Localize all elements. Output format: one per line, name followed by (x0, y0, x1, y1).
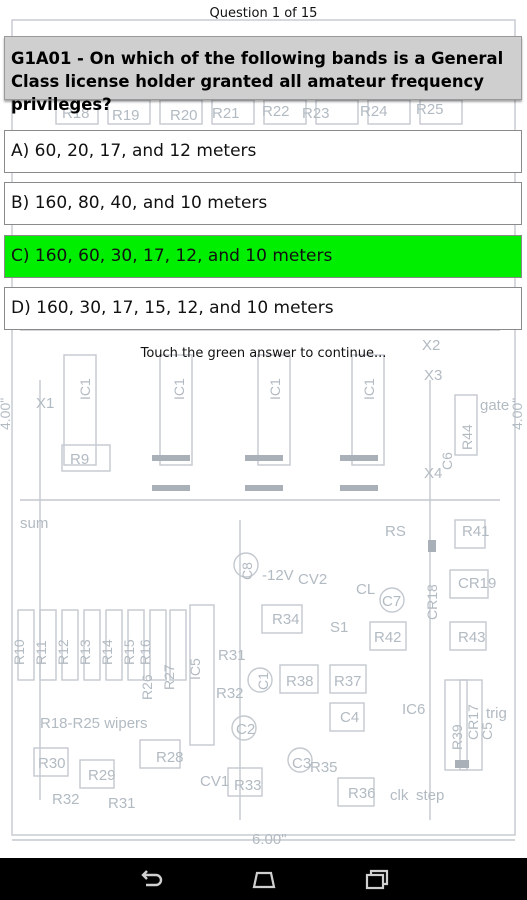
svg-text:CR19: CR19 (458, 575, 496, 592)
svg-text:R31: R31 (108, 795, 136, 812)
svg-text:C4: C4 (340, 709, 359, 726)
svg-text:R37: R37 (334, 673, 362, 690)
continue-hint: Touch the green answer to continue... (140, 346, 387, 361)
svg-text:C5: C5 (479, 722, 495, 740)
svg-text:R39: R39 (449, 724, 465, 750)
svg-text:R20: R20 (170, 107, 198, 124)
svg-text:R31: R31 (218, 647, 246, 664)
svg-text:R29: R29 (88, 767, 116, 784)
svg-text:IC1: IC1 (77, 378, 93, 400)
svg-text:IC6: IC6 (402, 701, 425, 718)
svg-text:R12: R12 (55, 639, 71, 665)
svg-text:R18-R25 wipers: R18-R25 wipers (40, 715, 148, 732)
svg-text:CV1: CV1 (200, 773, 229, 790)
svg-text:R30: R30 (38, 755, 66, 772)
svg-text:C8: C8 (239, 562, 255, 580)
svg-text:C1: C1 (255, 672, 271, 690)
svg-text:R42: R42 (374, 629, 402, 646)
svg-text:sum: sum (20, 515, 48, 532)
svg-text:R22: R22 (262, 103, 290, 120)
svg-text:X1: X1 (36, 395, 54, 412)
svg-text:C3: C3 (292, 755, 311, 772)
svg-text:X2: X2 (422, 337, 440, 354)
svg-text:S1: S1 (330, 619, 348, 636)
svg-text:R35: R35 (310, 759, 338, 776)
back-icon[interactable] (137, 865, 165, 893)
svg-text:R32: R32 (216, 685, 244, 702)
svg-text:R24: R24 (360, 103, 388, 120)
answer-option-d[interactable]: D) 160, 30, 17, 15, 12, and 10 meters (4, 287, 522, 330)
svg-text:R28: R28 (156, 749, 184, 766)
answer-option-c[interactable]: C) 160, 60, 30, 17, 12, and 10 meters (4, 235, 522, 278)
svg-text:R14: R14 (99, 639, 115, 665)
question-counter: Question 1 of 15 (209, 6, 318, 21)
navigation-bar (0, 858, 527, 900)
svg-text:4.00": 4.00" (509, 398, 525, 430)
svg-text:gate: gate (480, 397, 509, 414)
svg-text:R23: R23 (302, 105, 330, 122)
svg-text:R18: R18 (62, 105, 90, 122)
svg-text:C6: C6 (439, 452, 455, 470)
home-icon[interactable] (250, 865, 278, 893)
svg-text:R33: R33 (234, 777, 262, 794)
svg-text:4.00": 4.00" (0, 398, 13, 430)
svg-text:R15: R15 (121, 639, 137, 665)
svg-text:clk: clk (390, 787, 409, 804)
svg-text:R19: R19 (112, 107, 140, 124)
svg-text:R10: R10 (11, 639, 27, 665)
svg-text:IC1: IC1 (361, 378, 377, 400)
svg-text:step: step (416, 787, 444, 804)
svg-text:X4: X4 (424, 465, 442, 482)
svg-text:IC5: IC5 (187, 658, 203, 680)
svg-text:-12V: -12V (262, 567, 294, 584)
svg-text:CR17: CR17 (465, 704, 481, 740)
svg-text:R36: R36 (348, 785, 376, 802)
svg-text:IC1: IC1 (171, 378, 187, 400)
svg-text:X3: X3 (424, 367, 442, 384)
svg-text:C2: C2 (236, 721, 255, 738)
svg-text:trig: trig (486, 705, 507, 722)
svg-text:CL: CL (356, 581, 375, 598)
svg-text:RS: RS (385, 523, 406, 540)
svg-text:R9: R9 (70, 451, 89, 468)
svg-text:R27: R27 (161, 664, 177, 690)
svg-text:CV2: CV2 (298, 571, 327, 588)
svg-text:R32: R32 (52, 791, 80, 808)
svg-text:R44: R44 (459, 424, 475, 450)
svg-text:R34: R34 (272, 611, 300, 628)
svg-text:R21: R21 (212, 105, 240, 122)
svg-text:R25: R25 (416, 101, 444, 118)
answer-option-b[interactable]: B) 160, 80, 40, and 10 meters (4, 182, 522, 225)
answer-option-a[interactable]: A) 60, 20, 17, and 12 meters (4, 130, 522, 173)
svg-text:R13: R13 (77, 639, 93, 665)
svg-text:R26: R26 (139, 674, 155, 700)
svg-text:R43: R43 (458, 629, 486, 646)
svg-text:IC1: IC1 (267, 378, 283, 400)
svg-text:6.00": 6.00" (252, 831, 287, 848)
svg-text:R38: R38 (286, 673, 314, 690)
schematic-background: R18 R19 R20 R21 R22 R23 R24 R25 R9 sum gate -12… (0, 19, 525, 848)
svg-text:CR18: CR18 (424, 584, 440, 620)
question-text: G1A01 - On which of the following bands … (4, 36, 522, 114)
svg-text:R41: R41 (462, 523, 490, 540)
recent-apps-icon[interactable] (363, 865, 391, 893)
svg-text:R16: R16 (137, 639, 153, 665)
svg-text:R11: R11 (33, 640, 49, 665)
svg-text:C7: C7 (382, 593, 401, 610)
